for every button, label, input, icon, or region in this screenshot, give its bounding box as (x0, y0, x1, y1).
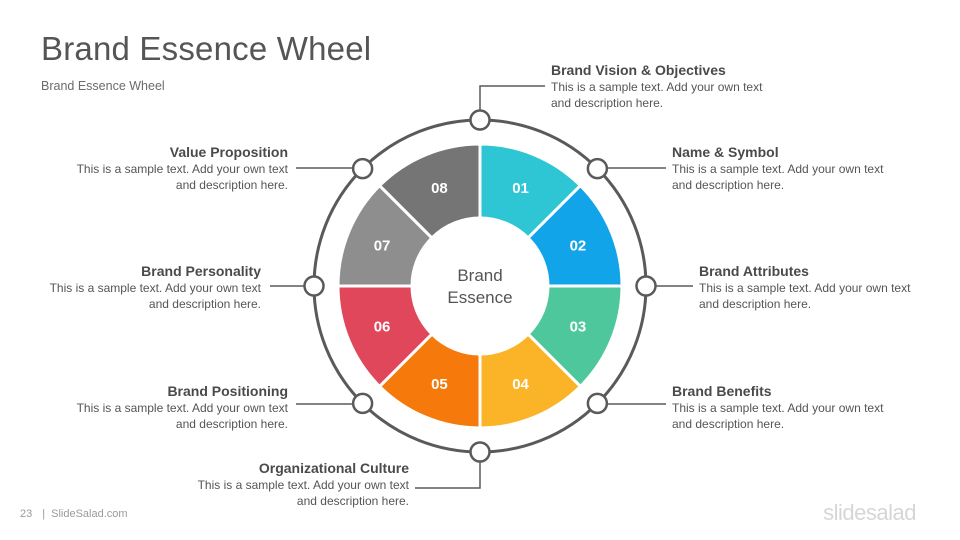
ring-node-3 (635, 275, 657, 297)
page-number: 23 (20, 508, 33, 520)
item-organizational-culture: Organizational Culture This is a sample … (149, 459, 409, 509)
item-text-line1: This is a sample text. Add your own text (49, 281, 261, 295)
item-text-line2: and description here. (699, 297, 812, 311)
item-heading: Brand Positioning (167, 383, 288, 399)
item-heading: Brand Attributes (699, 263, 809, 279)
segment-number-02: 02 (570, 237, 587, 254)
item-text-line2: and description here. (148, 297, 261, 311)
ring-node-5 (469, 441, 491, 463)
ring-node-6 (351, 392, 374, 415)
item-heading: Organizational Culture (258, 460, 409, 476)
footer: 23|SlideSalad.com (20, 508, 128, 520)
item-brand-positioning: Brand Positioning This is a sample text.… (28, 382, 288, 432)
segment-number-04: 04 (512, 376, 529, 393)
item-text-line1: This is a sample text. Add your own text (672, 162, 884, 176)
item-heading: Brand Personality (141, 263, 261, 279)
footer-site: SlideSalad.com (51, 508, 128, 520)
item-heading: Brand Benefits (672, 383, 772, 399)
segment-number-03: 03 (570, 319, 587, 336)
center-label-line2: Essence (447, 288, 512, 307)
segment-number-05: 05 (431, 376, 448, 393)
item-text-line1: This is a sample text. Add your own text (672, 401, 884, 415)
item-value-proposition: Value Proposition This is a sample text.… (28, 143, 288, 193)
segment-number-07: 07 (374, 237, 391, 254)
item-heading: Name & Symbol (672, 144, 779, 160)
item-text-line2: and description here. (175, 178, 288, 192)
page-title: Brand Essence Wheel (41, 30, 372, 67)
item-text-line2: and description here. (672, 178, 785, 192)
item-text-line2: and description here. (551, 96, 664, 110)
item-text-line2: and description here. (672, 417, 785, 431)
ring-nodes (303, 109, 657, 463)
ring-node-4 (586, 392, 609, 415)
item-text-line1: This is a sample text. Add your own text (197, 478, 409, 492)
item-heading: Value Proposition (169, 144, 288, 160)
item-text-line1: This is a sample text. Add your own text (76, 401, 288, 415)
item-heading: Brand Vision & Objectives (551, 62, 726, 78)
connector-line-5 (415, 456, 481, 489)
ring-node-2 (586, 157, 609, 180)
segment-number-08: 08 (431, 180, 448, 197)
item-text-line2: and description here. (175, 417, 288, 431)
center-label-line1: Brand (457, 266, 502, 285)
item-text-line2: and description here. (296, 494, 409, 508)
item-text-line1: This is a sample text. Add your own text (551, 80, 763, 94)
ring-node-7 (303, 275, 325, 297)
item-brand-attributes: Brand Attributes This is a sample text. … (699, 262, 959, 312)
item-brand-vision: Brand Vision & Objectives This is a samp… (551, 61, 811, 111)
item-text-line1: This is a sample text. Add your own text (76, 162, 288, 176)
slidesalad-logo: slidesalad (823, 500, 916, 525)
item-text-line1: This is a sample text. Add your own text (699, 281, 911, 295)
item-brand-personality: Brand Personality This is a sample text.… (1, 262, 261, 312)
item-brand-benefits: Brand Benefits This is a sample text. Ad… (672, 382, 932, 432)
item-name-symbol: Name & Symbol This is a sample text. Add… (672, 143, 932, 193)
connector-line-1 (479, 85, 545, 120)
center-circle (410, 216, 550, 356)
ring-node-1 (469, 109, 491, 131)
segment-number-06: 06 (374, 319, 391, 336)
page-subtitle: Brand Essence Wheel (41, 79, 165, 93)
ring-node-8 (351, 157, 374, 180)
segment-number-01: 01 (512, 180, 529, 197)
